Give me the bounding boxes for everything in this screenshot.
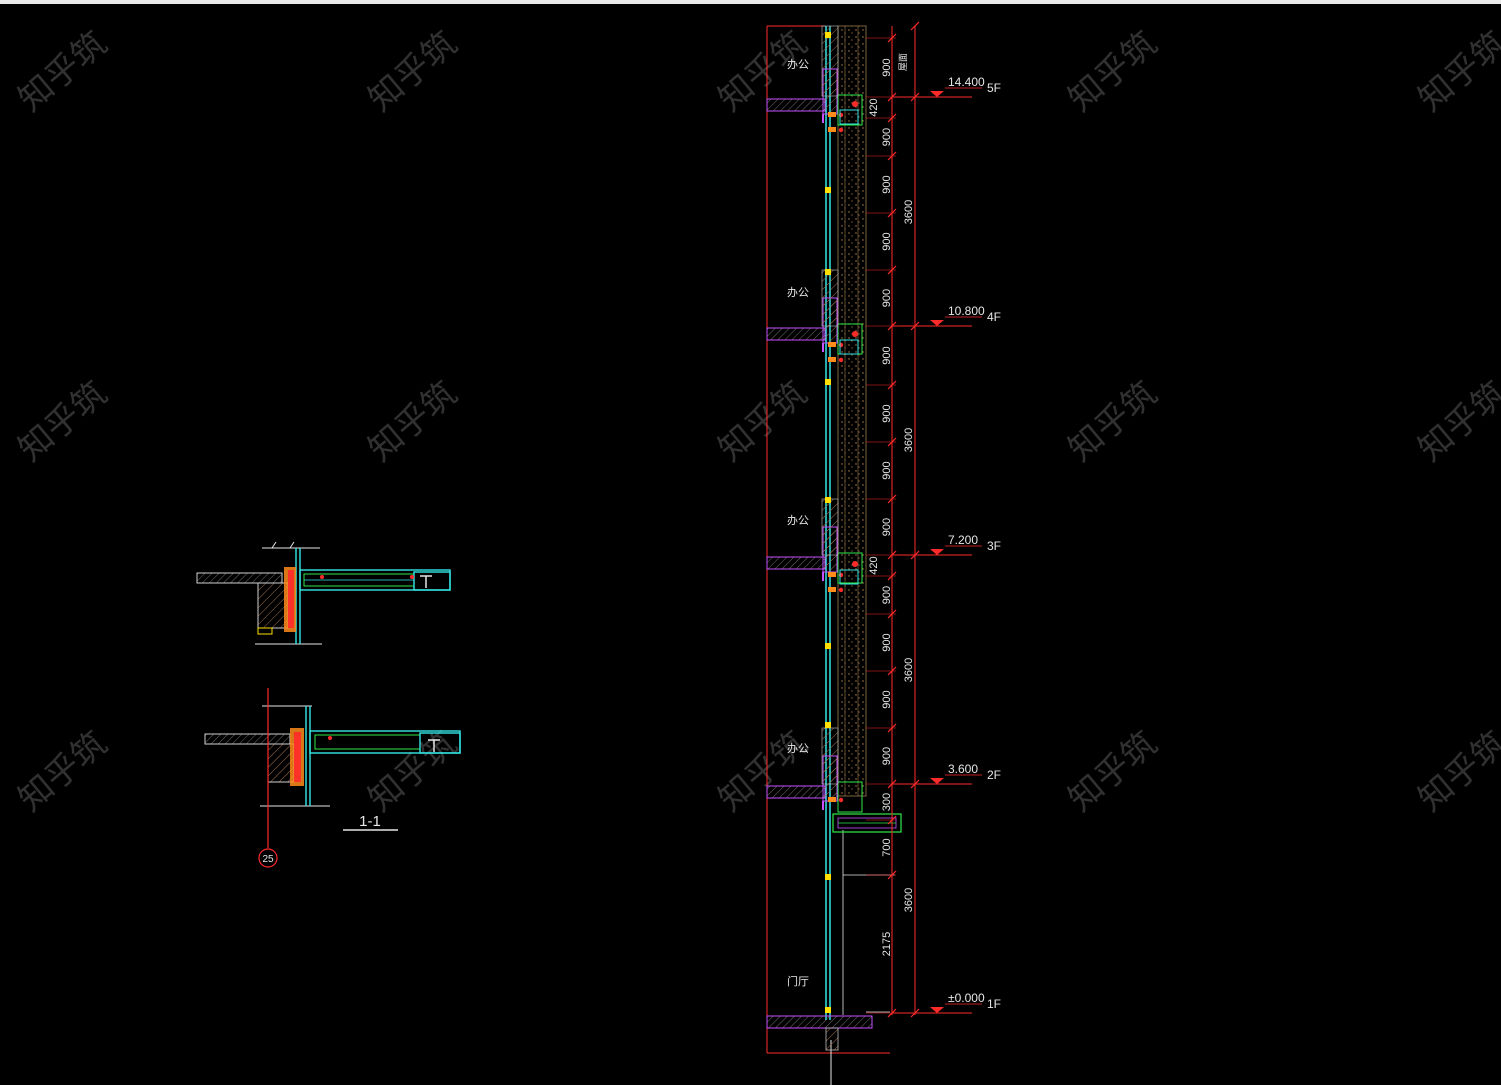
dim-text-total: 3600 bbox=[903, 200, 915, 224]
room-label: 办公 bbox=[787, 286, 809, 299]
section-label: 1-1 bbox=[359, 813, 381, 830]
wall-infill bbox=[821, 727, 839, 785]
watermark-text: 知乎筑 bbox=[1062, 724, 1165, 819]
dim-text-total: 3600 bbox=[903, 658, 915, 682]
dim-text: 900 bbox=[881, 461, 893, 479]
watermark-text: 知乎筑 bbox=[12, 724, 115, 819]
bracket bbox=[828, 112, 836, 117]
dim-text: 420 bbox=[868, 98, 880, 116]
level-elevation: 14.400 bbox=[948, 75, 985, 89]
watermark-text: 知乎筑 bbox=[1062, 374, 1165, 469]
viewer-top-edge bbox=[0, 0, 1501, 4]
bracket bbox=[828, 572, 836, 577]
watermark-text: 知乎筑 bbox=[1412, 374, 1501, 469]
dim-text: 900 bbox=[881, 747, 893, 765]
room-label: 办公 bbox=[787, 514, 809, 527]
watermark-text: 知乎筑 bbox=[362, 374, 465, 469]
bracket bbox=[828, 587, 836, 592]
watermark-text: 知乎筑 bbox=[1412, 724, 1501, 819]
watermark-text: 知乎筑 bbox=[1062, 24, 1165, 119]
level-mark[interactable]: 7.200 3F bbox=[892, 533, 1001, 556]
wall-infill bbox=[821, 269, 839, 327]
anchor bbox=[825, 874, 831, 880]
level-elevation: 10.800 bbox=[948, 304, 985, 318]
watermark-layer: 知乎筑知乎筑知乎筑知乎筑知乎筑知乎筑知乎筑知乎筑知乎筑知乎筑知乎筑知乎筑知乎筑知… bbox=[12, 24, 1501, 819]
level-elevation: 7.200 bbox=[948, 533, 978, 547]
anchor bbox=[825, 379, 831, 385]
dim-text: 2175 bbox=[881, 932, 893, 956]
watermark-text: 知乎筑 bbox=[712, 724, 815, 819]
room-label: 办公 bbox=[787, 742, 809, 755]
plan-detail-top[interactable] bbox=[196, 541, 451, 645]
level-elevation: 3.600 bbox=[948, 762, 978, 776]
dim-text: 700 bbox=[881, 838, 893, 856]
dim-text-total: 3600 bbox=[903, 428, 915, 452]
wall-infill bbox=[821, 25, 839, 97]
bracket bbox=[828, 342, 836, 347]
level-floor: 4F bbox=[987, 310, 1001, 324]
room-label: 门厅 bbox=[787, 974, 809, 988]
dim-text: 900 bbox=[881, 346, 893, 364]
anchor bbox=[825, 32, 831, 38]
watermark-text: 知乎筑 bbox=[712, 374, 815, 469]
anchor bbox=[825, 643, 831, 649]
watermark-text: 知乎筑 bbox=[12, 374, 115, 469]
dim-text: 900 bbox=[881, 404, 893, 422]
bracket bbox=[828, 127, 836, 132]
watermark-text: 知乎筑 bbox=[362, 724, 465, 819]
axis-number: 25 bbox=[262, 854, 274, 865]
dim-text: 900 bbox=[881, 175, 893, 193]
dim-text: 900 bbox=[881, 128, 893, 146]
anchor bbox=[825, 1007, 831, 1013]
level-floor: 3F bbox=[987, 539, 1001, 553]
dim-text: 420 bbox=[868, 556, 880, 574]
dim-text: 900 bbox=[881, 586, 893, 604]
room-label: 办公 bbox=[787, 58, 809, 71]
dim-text: 900 bbox=[881, 518, 893, 536]
level-floor: 5F bbox=[987, 81, 1001, 95]
watermark-text: 知乎筑 bbox=[362, 24, 465, 119]
dim-text-total: 3600 bbox=[903, 888, 915, 912]
dim-text: 900 bbox=[881, 289, 893, 307]
wall-section[interactable]: 9004209009009009009009009009004209009009… bbox=[766, 21, 1001, 1085]
wall-infill bbox=[821, 498, 839, 556]
dim-text: 900 bbox=[881, 232, 893, 250]
anchor bbox=[825, 187, 831, 193]
dim-text: 900 bbox=[881, 690, 893, 708]
roof-note: 屋面 bbox=[898, 53, 908, 71]
dim-text: 300 bbox=[881, 793, 893, 811]
level-mark[interactable]: 3.600 2F bbox=[892, 762, 1001, 785]
bracket bbox=[828, 357, 836, 362]
level-elevation: ±0.000 bbox=[948, 991, 985, 1005]
plan-detail-bottom[interactable]: 25 1-1 bbox=[204, 688, 461, 868]
watermark-text: 知乎筑 bbox=[12, 24, 115, 119]
anchor bbox=[825, 269, 831, 275]
dim-text: 900 bbox=[881, 633, 893, 651]
dim-text: 900 bbox=[881, 58, 893, 76]
bracket bbox=[828, 797, 836, 802]
anchor bbox=[825, 722, 831, 728]
anchor bbox=[825, 497, 831, 503]
level-floor: 1F bbox=[987, 997, 1001, 1011]
axis-bubble[interactable] bbox=[258, 848, 278, 868]
watermark-text: 知乎筑 bbox=[1412, 24, 1501, 119]
level-floor: 2F bbox=[987, 768, 1001, 782]
